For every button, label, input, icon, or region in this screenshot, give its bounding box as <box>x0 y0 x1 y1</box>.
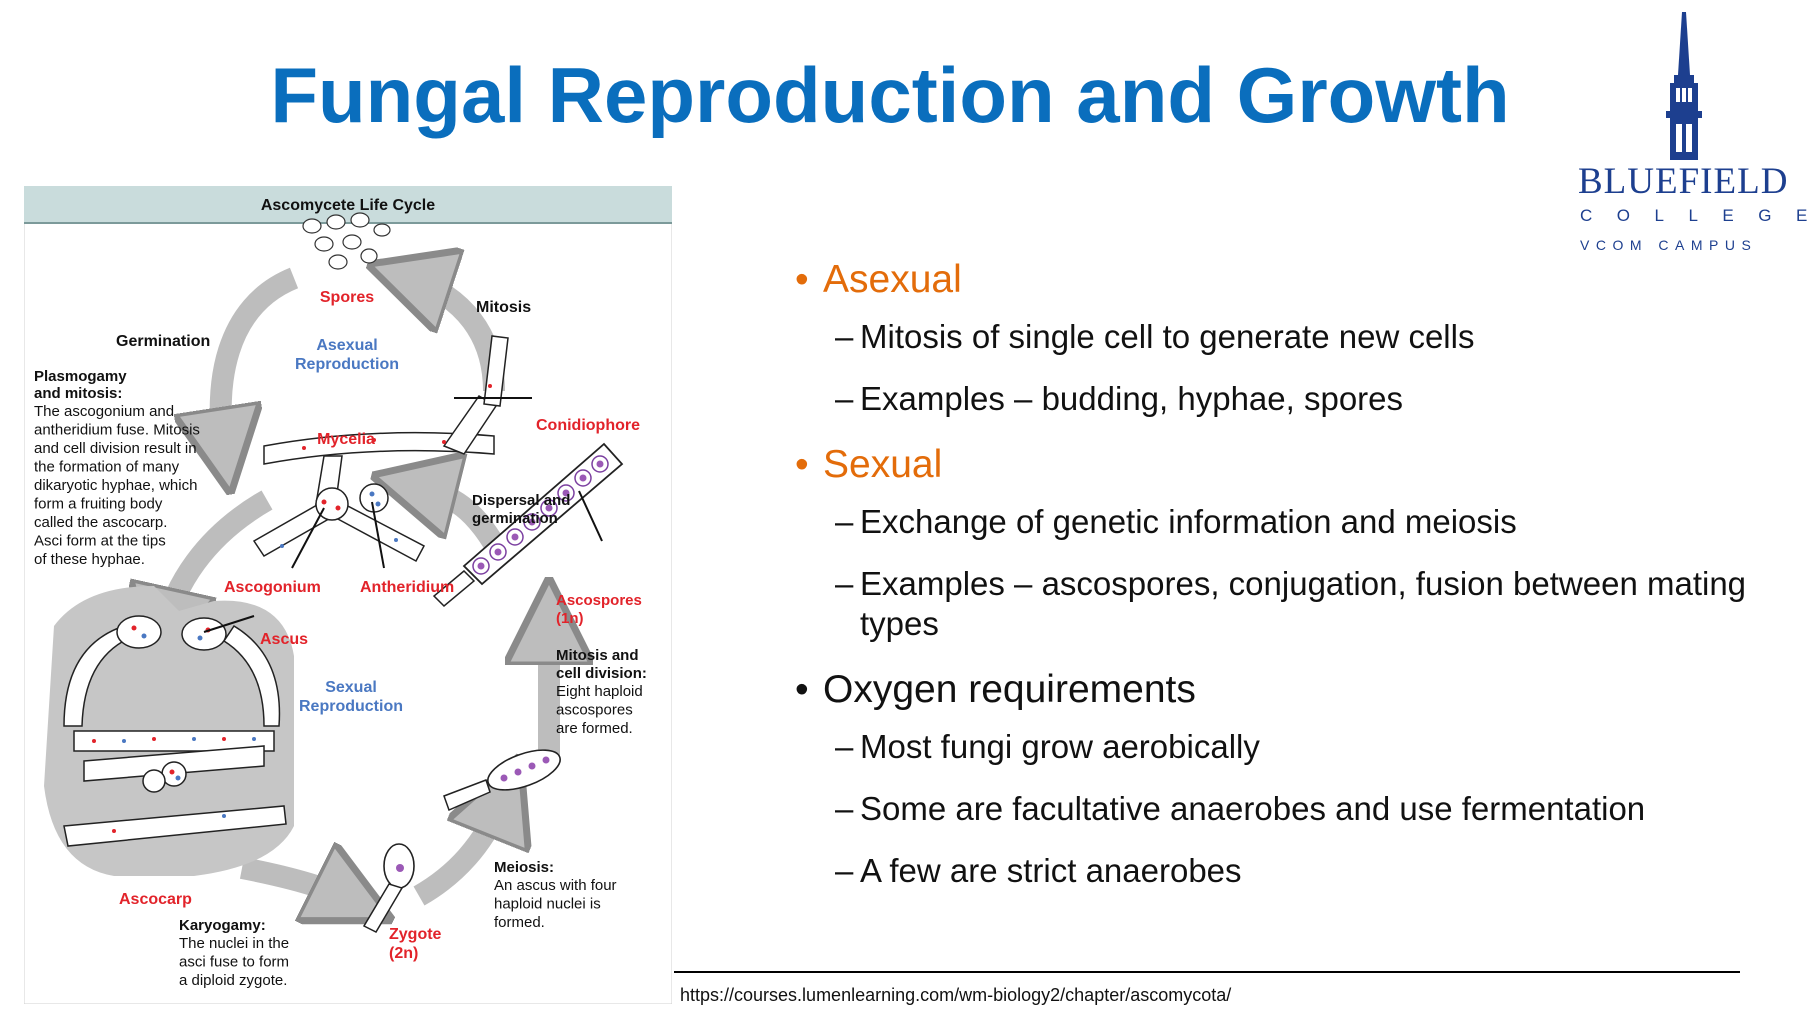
sub-bullet: –Some are facultative anaerobes and use … <box>835 790 1646 827</box>
label-mitosis: Mitosis <box>476 299 531 316</box>
description-line: The ascogonium and <box>34 403 174 420</box>
pointer-ascus <box>203 615 255 633</box>
bullet-list: •Asexual –Mitosis of single cell to gene… <box>795 256 1795 913</box>
slide-title: Fungal Reproduction and Growth <box>270 51 1510 139</box>
label-conidiophore: Conidiophore <box>536 417 640 434</box>
label-asexual-reproduction: Reproduction <box>295 356 399 373</box>
label-germination-2: germination <box>472 510 558 527</box>
karyogamy-description: The nuclei in the asci fuse to forma dipl… <box>179 935 289 989</box>
mycelia-hyphae <box>252 335 509 563</box>
sub-bullet: –Examples – budding, hyphae, spores <box>835 380 1404 417</box>
ascomycete-life-cycle-diagram: Ascomycete Life Cycle <box>24 186 672 1004</box>
bullet-sexual: •Sexual <box>795 443 943 486</box>
spores-cluster <box>302 212 391 270</box>
logo-text-college: COLLEGE <box>1580 206 1818 225</box>
sub-bullet: –Exchange of genetic information and mei… <box>835 503 1517 540</box>
label-sexual-reproduction: Reproduction <box>299 698 403 715</box>
plasmogamy-description: The ascogonium and antheridium fuse. Mito… <box>34 403 200 568</box>
sub-bullet: –A few are strict anaerobes <box>835 852 1242 889</box>
description-line: and cell division result in <box>34 440 197 457</box>
diagram-header: Ascomycete Life Cycle <box>261 197 435 214</box>
source-divider <box>674 971 1740 973</box>
description-line: formed. <box>494 914 545 931</box>
description-line: antheridium fuse. Mitosis <box>34 422 200 439</box>
description-line: of these hyphae. <box>34 551 145 568</box>
pointer-ascogonium <box>291 507 325 569</box>
logo-text-campus: VCOM CAMPUS <box>1580 237 1758 253</box>
description-line: The nuclei in the <box>179 935 289 952</box>
label-spores: Spores <box>320 289 374 306</box>
label-mycelia: Mycelia <box>317 431 375 448</box>
label-zygote: Zygote <box>389 926 442 943</box>
sub-bullet: –Examples – ascospores, conjugation, fus… <box>835 565 1747 642</box>
label-ascogonium: Ascogonium <box>224 579 321 596</box>
description-line: An ascus with four <box>494 877 617 894</box>
logo-text-bluefield: BLUEFIELD <box>1578 161 1789 202</box>
description-line: the formation of many <box>34 459 180 476</box>
description-line: are formed. <box>556 720 633 737</box>
description-line: dikaryotic hyphae, which <box>34 477 197 494</box>
label-asexual: Asexual <box>316 337 377 354</box>
description-line: called the ascocarp. <box>34 514 167 531</box>
description-line: haploid nuclei is <box>494 896 601 913</box>
description-line: Asci form at the tips <box>34 533 166 550</box>
label-karyogamy-title: Karyogamy: <box>179 917 266 934</box>
description-line: Eight haploid <box>556 683 643 700</box>
zygote-ascus <box>362 843 415 933</box>
label-ascocarp: Ascocarp <box>119 891 192 908</box>
label-meiosis-title: Meiosis: <box>494 859 554 876</box>
label-germination: Germination <box>116 333 210 350</box>
pointer-ascospores <box>578 490 603 542</box>
ascocarp-fruiting-body <box>44 586 294 876</box>
description-line: asci fuse to form <box>179 954 289 971</box>
steeple-icon <box>1666 12 1702 160</box>
label-zygote-ploidy: (2n) <box>389 945 418 962</box>
label-antheridium: Antheridium <box>360 579 454 596</box>
sub-bullet: –Most fungi grow aerobically <box>835 728 1260 765</box>
description-line: a diploid zygote. <box>179 972 287 989</box>
description-line: form a fruiting body <box>34 496 163 513</box>
pointer-antheridium <box>371 501 385 569</box>
diagram-header-bar <box>24 186 672 222</box>
meiosis-ascus <box>443 749 561 812</box>
arrow-germination <box>221 267 299 451</box>
bullet-oxygen: •Oxygen requirements <box>795 668 1196 711</box>
label-mitosis-cell-division-subtitle: cell division: <box>556 665 647 682</box>
label-ascospores-ploidy: (1n) <box>556 610 584 627</box>
label-ascus: Ascus <box>260 631 308 648</box>
arrow-meiosis <box>413 796 504 906</box>
description-line: ascospores <box>556 702 633 719</box>
label-plasmogamy-title: Plasmogamy <box>34 368 127 385</box>
meiosis-description: An ascus with four haploid nuclei isforme… <box>494 877 617 931</box>
label-sexual: Sexual <box>325 679 377 696</box>
source-link[interactable]: https://courses.lumenlearning.com/wm-bio… <box>680 985 1232 1005</box>
bluefield-logo <box>1666 12 1702 160</box>
bullet-asexual: •Asexual <box>795 258 962 301</box>
label-plasmogamy-subtitle: and mitosis: <box>34 385 122 402</box>
label-dispersal: Dispersal and <box>472 492 570 509</box>
ascus-with-ascospores <box>432 442 624 608</box>
label-ascospores: Ascospores <box>556 592 642 609</box>
label-mitosis-cell-division-title: Mitosis and <box>556 647 639 664</box>
sub-bullet: –Mitosis of single cell to generate new … <box>835 318 1475 355</box>
arrow-karyogamy <box>239 868 354 901</box>
